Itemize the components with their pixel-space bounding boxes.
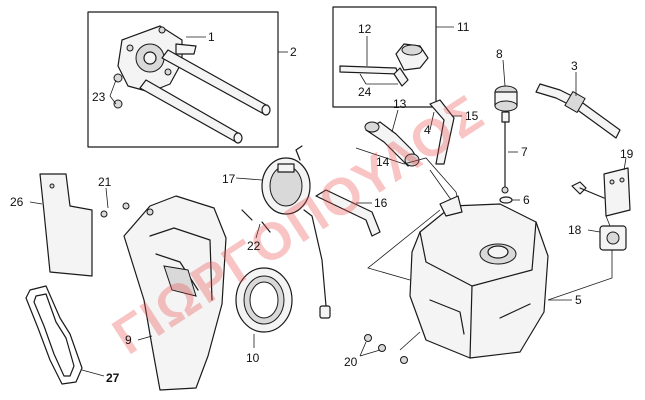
label-18: 18 [568, 223, 582, 237]
ring-part-10 [235, 267, 293, 333]
hose-part-3 [535, 83, 621, 139]
label-13: 13 [393, 97, 407, 111]
label-27: 27 [106, 371, 120, 385]
label-5: 5 [575, 293, 582, 307]
label-11: 11 [457, 20, 470, 34]
cap-part-8 [494, 85, 518, 112]
pipe-part-16 [315, 189, 381, 237]
label-24: 24 [358, 85, 372, 99]
fuel-pump-part [117, 25, 271, 144]
washer-part-6 [499, 196, 513, 204]
hose-clip-part-12 [339, 43, 429, 87]
label-17: 17 [222, 172, 236, 186]
label-9: 9 [125, 333, 132, 347]
label-15: 15 [465, 109, 479, 123]
hose-part-15 [429, 99, 455, 165]
pump-assembly-box [87, 11, 279, 148]
gasket-part-18 [599, 225, 627, 251]
screw-part-22 [241, 209, 271, 233]
label-23: 23 [92, 90, 106, 104]
label-6: 6 [523, 193, 530, 207]
hose-clip-box [332, 6, 437, 108]
bracket-part-19 [571, 167, 631, 217]
label-22: 22 [247, 239, 261, 253]
label-8: 8 [496, 47, 503, 61]
frame-part-27 [25, 285, 83, 385]
label-26: 26 [10, 195, 24, 209]
cover-part-9 [123, 195, 227, 391]
fuel-sender-part-17 [261, 145, 331, 319]
label-4: 4 [424, 123, 431, 137]
label-3: 3 [571, 59, 578, 73]
gauge-rod-part-7 [501, 111, 510, 194]
label-7: 7 [521, 145, 528, 159]
label-14: 14 [376, 155, 390, 169]
plate-part-26 [39, 173, 93, 277]
label-10: 10 [246, 351, 260, 365]
label-2: 2 [290, 45, 297, 59]
label-21: 21 [98, 175, 112, 189]
label-16: 16 [374, 196, 388, 210]
label-19: 19 [620, 147, 634, 161]
label-20: 20 [344, 355, 358, 369]
label-12: 12 [358, 22, 372, 36]
fuel-tank-part-5 [409, 195, 549, 359]
screw-part-21 [100, 202, 154, 218]
bolt-part-20 [364, 334, 408, 364]
label-1: 1 [208, 30, 215, 44]
